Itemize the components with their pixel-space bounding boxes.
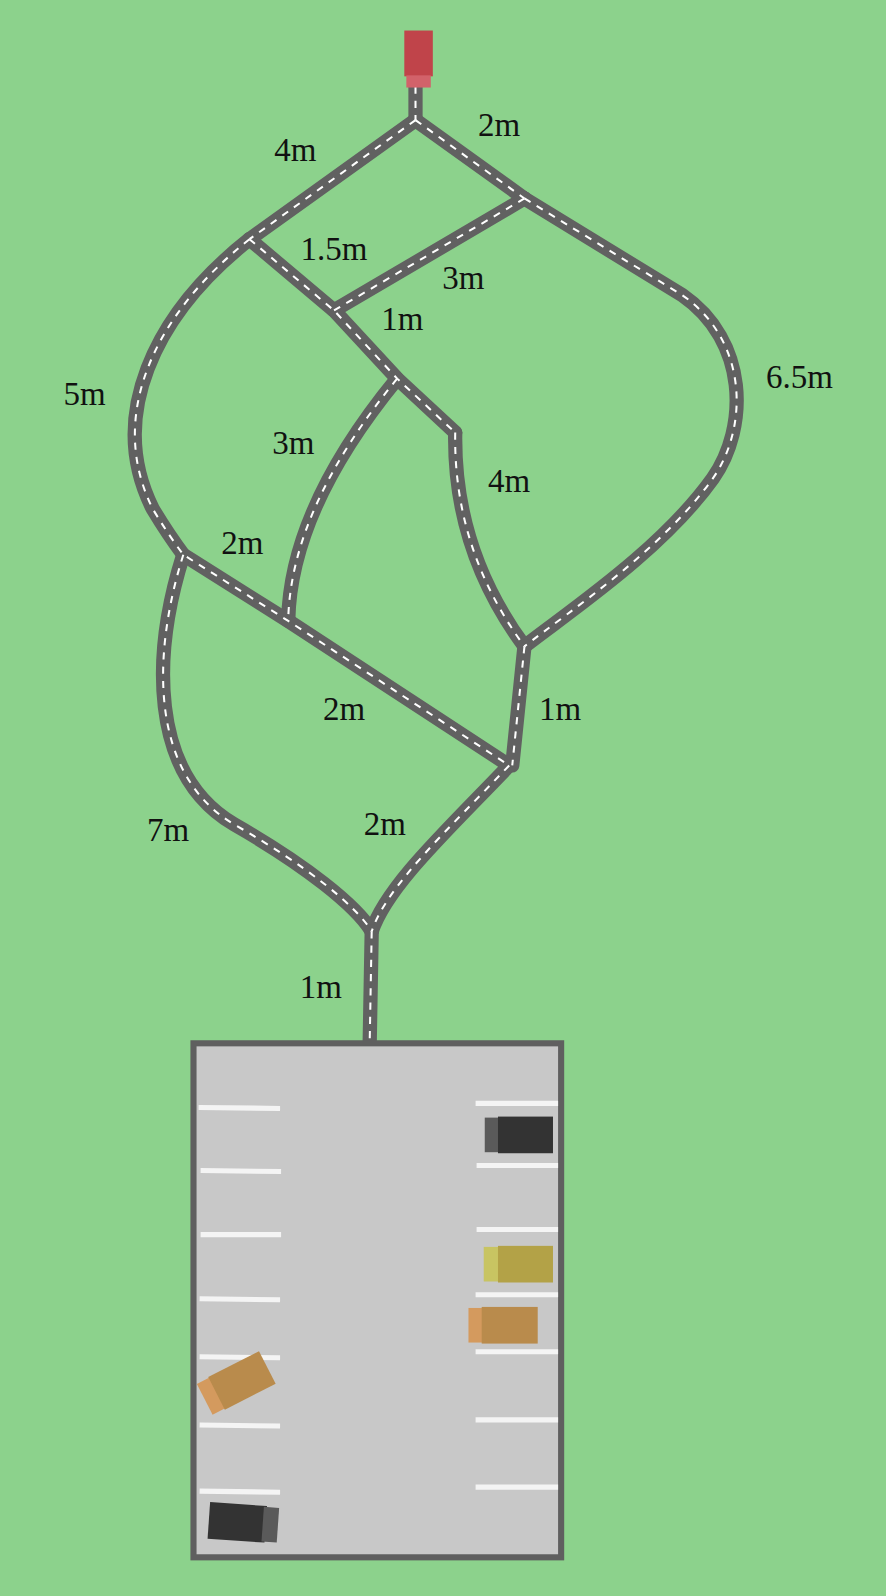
distance-label: 2m — [321, 693, 367, 726]
red-car — [404, 31, 433, 88]
lane-markings — [135, 87, 737, 1044]
distance-label: 6.5m — [764, 360, 835, 393]
distance-label: 3m — [440, 261, 486, 294]
roads — [135, 87, 737, 1044]
distance-label: 2m — [362, 808, 408, 841]
distance-label: 1m — [537, 693, 583, 726]
parked-cars — [196, 1117, 553, 1544]
distance-label: 4m — [272, 133, 318, 166]
distance-label: 1m — [379, 302, 425, 335]
distance-label: 7m — [145, 813, 191, 846]
distance-label: 1m — [298, 971, 344, 1004]
distance-label: 2m — [219, 526, 265, 559]
distance-label: 3m — [270, 426, 316, 459]
distance-label: 2m — [476, 109, 522, 142]
distance-label: 1.5m — [299, 233, 370, 266]
parking-lot — [193, 1043, 561, 1557]
distance-label: 4m — [486, 465, 532, 498]
distance-label: 5m — [61, 377, 107, 410]
